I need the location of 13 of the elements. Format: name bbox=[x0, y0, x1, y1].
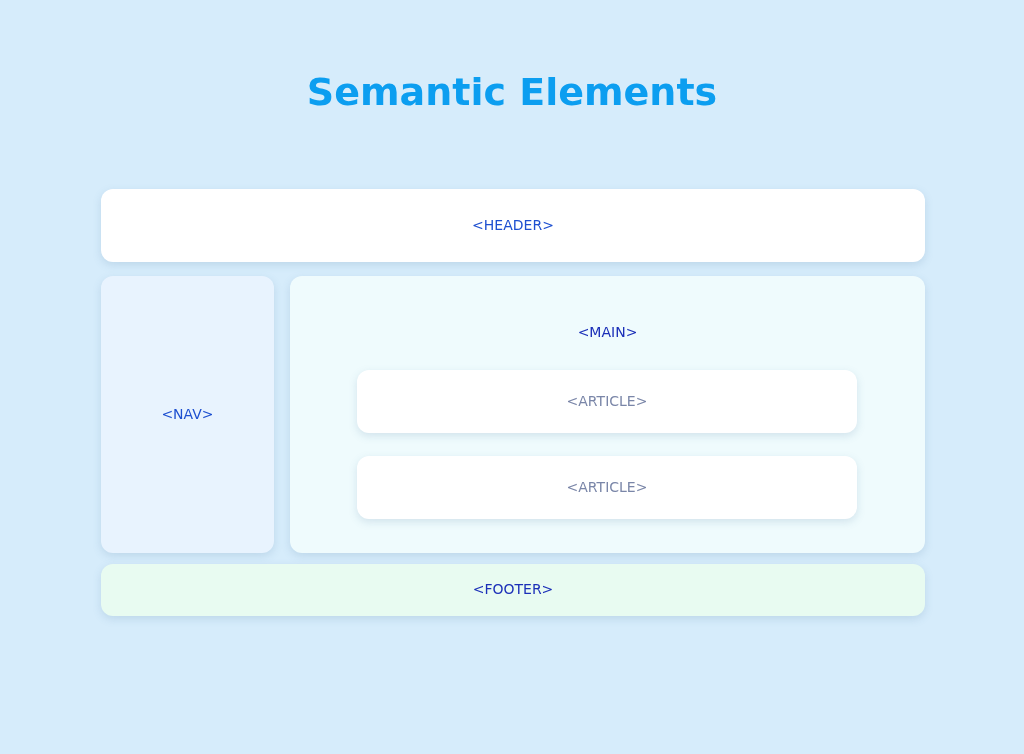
footer-box bbox=[101, 564, 925, 616]
box-label: <ARTICLE> bbox=[565, 392, 649, 409]
box-label: <FOOTER> bbox=[471, 581, 555, 597]
header-box bbox=[101, 189, 925, 262]
box-label: <MAIN> bbox=[576, 324, 639, 340]
article-box bbox=[357, 370, 857, 433]
nav-box bbox=[101, 276, 274, 553]
title: Semantic Elements bbox=[305, 70, 719, 114]
box-label: <ARTICLE> bbox=[565, 478, 649, 495]
box-label: <HEADER> bbox=[471, 216, 555, 233]
main-box bbox=[290, 276, 925, 553]
article-box bbox=[357, 456, 857, 519]
box-label: <NAV> bbox=[160, 405, 215, 422]
